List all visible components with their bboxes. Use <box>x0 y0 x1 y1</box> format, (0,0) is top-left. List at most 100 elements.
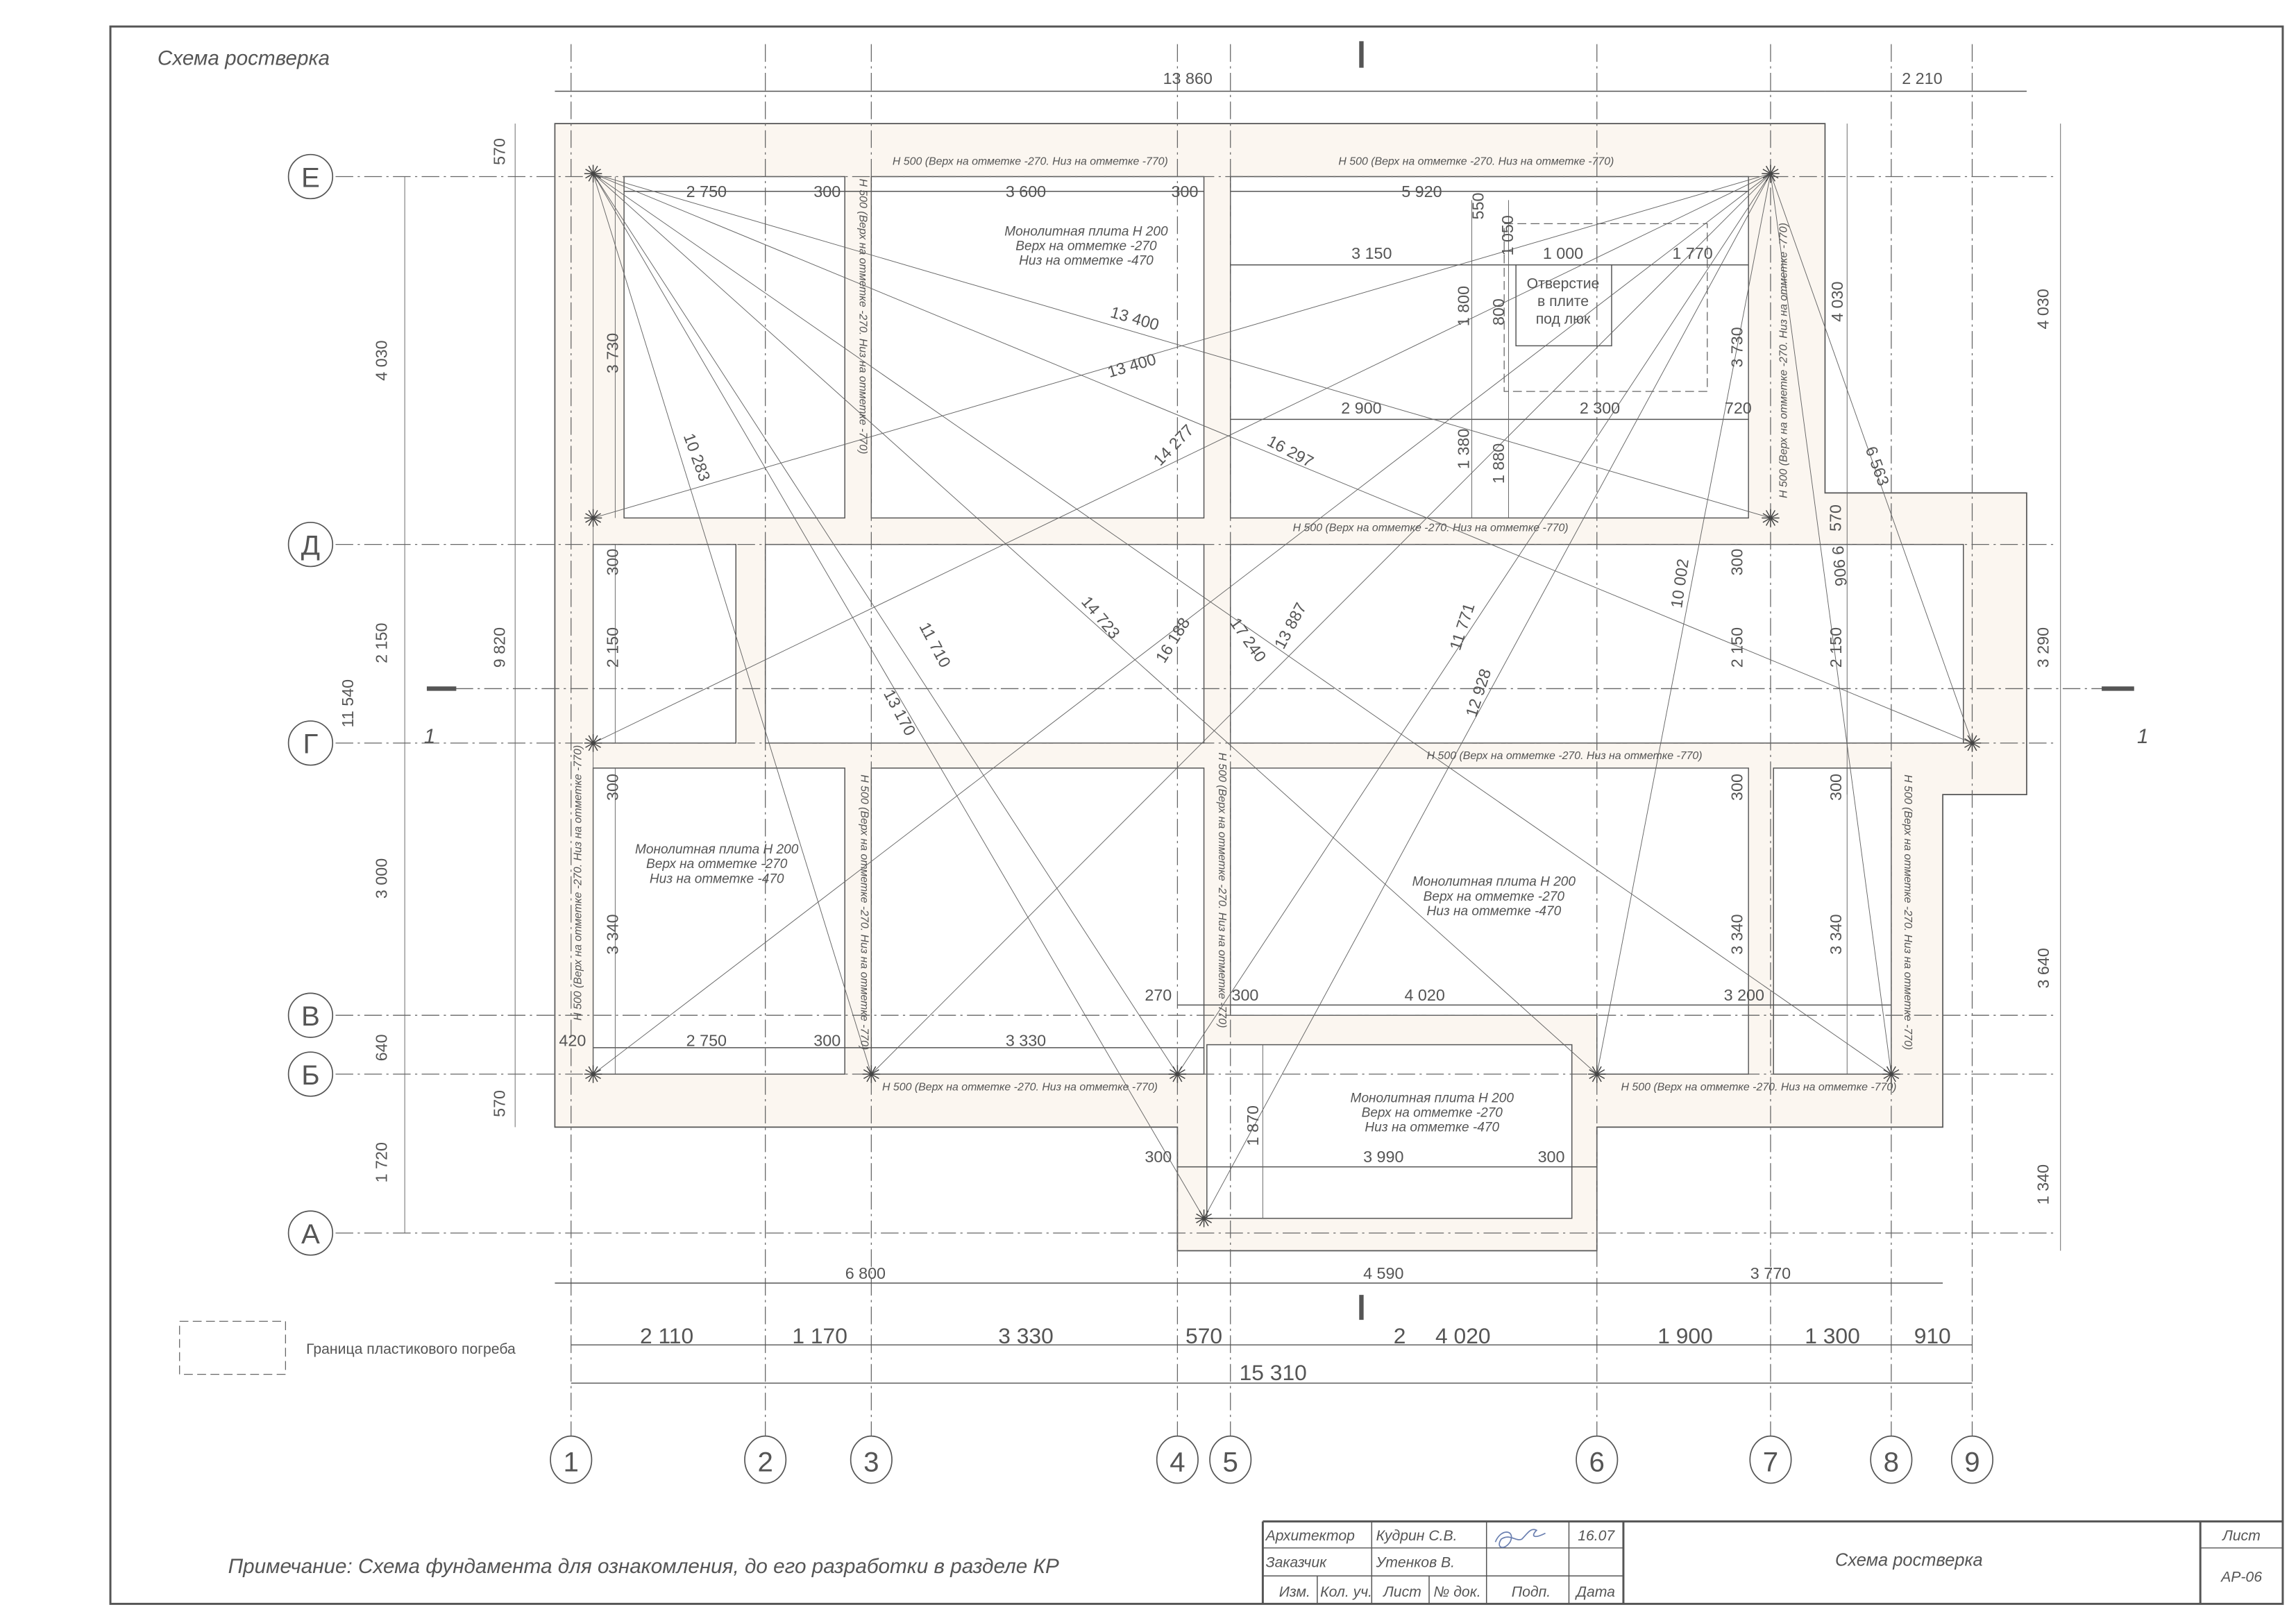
tb-name1: Кудрин С.В. <box>1376 1528 1458 1544</box>
slab-note: Верх на отметке -270 <box>1015 239 1157 254</box>
slab-note: Монолитная плита Н 200 <box>1004 224 1168 239</box>
dimension-text: 3 200 <box>1724 986 1764 1004</box>
col-axis-bubble <box>1209 1435 1252 1484</box>
col-axis-label: 5 <box>1223 1447 1238 1478</box>
dimension-text: 3 330 <box>998 1323 1054 1348</box>
dimension-text: 1 880 <box>1489 443 1508 484</box>
dimension-text: 300 <box>1728 774 1746 801</box>
pile-point-icon <box>584 509 602 527</box>
beam-label: Н 500 (Верх на отметке -270. Низ на отме… <box>1902 774 1914 1050</box>
beam-label: Н 500 (Верх на отметке -270. Низ на отме… <box>1621 1081 1897 1093</box>
row-axis-bubble <box>287 720 334 766</box>
dimension-text: 3 340 <box>1827 914 1845 954</box>
col-axis-bubble <box>1156 1435 1199 1484</box>
dimension-text: 720 <box>1725 399 1752 417</box>
pile-diagonal-line <box>593 173 1771 518</box>
tb-name2: Утенков В. <box>1376 1554 1455 1570</box>
col-axis-bubble <box>1950 1435 1994 1484</box>
beam-label: Н 500 (Верх на отметке -270. Низ на отме… <box>893 156 1168 168</box>
beam-label: Н 500 (Верх на отметке -270. Низ на отме… <box>1338 156 1614 168</box>
beam-label: Н 500 (Верх на отметке -270. Низ на отме… <box>1427 750 1703 762</box>
dimension-text: 300 <box>813 1032 841 1050</box>
tb-role1: Архитектор <box>1265 1528 1355 1544</box>
dimension-text: 3 640 <box>2034 948 2052 988</box>
dimension-text: 570 <box>1185 1323 1222 1348</box>
sheet-frame <box>109 25 2284 1605</box>
slab-note: Верх на отметке -270 <box>646 857 788 872</box>
dimension-text: 4 030 <box>373 340 391 380</box>
dimension-text: 2 150 <box>373 623 391 663</box>
col-axis-label: 4 <box>1170 1447 1185 1478</box>
dimension-text: 13 860 <box>1163 69 1213 87</box>
dimension-text: 2 750 <box>686 1032 727 1050</box>
dimension-text: 910 <box>1914 1323 1951 1348</box>
dimension-text: 1 870 <box>1244 1105 1262 1146</box>
pile-diagonal-line <box>593 173 1771 1075</box>
dimension-text: 1 900 <box>1657 1323 1713 1348</box>
legend-label: Граница пластикового погреба <box>306 1341 516 1357</box>
pile-point-icon <box>862 1065 881 1083</box>
dimension-text: 4 020 <box>1435 1323 1491 1348</box>
tb-h-list: Лист <box>1382 1584 1421 1600</box>
col-axis-label: 1 <box>564 1447 579 1478</box>
legend-dashed-swatch <box>179 1320 287 1375</box>
beam-label: Н 500 (Верх на отметке -270. Низ на отме… <box>882 1081 1158 1093</box>
pile-diagonal-line <box>593 173 1892 1075</box>
dimension-text: 3 600 <box>1006 182 1046 201</box>
signature-icon <box>1494 1529 1546 1548</box>
pile-diagonal-line <box>1596 173 1771 1075</box>
tb-role2: Заказчик <box>1266 1554 1328 1570</box>
dimension-text: 11 540 <box>339 679 357 728</box>
dimension-text: 2 110 <box>640 1323 693 1348</box>
col-axis-label: 9 <box>1964 1447 1980 1478</box>
tb-h-izm: Изм. <box>1279 1584 1310 1600</box>
col-axis-label: 3 <box>863 1447 879 1478</box>
dimension-text: 570 <box>1827 504 1845 532</box>
title-block: Архитектор Кудрин С.В. 16.07 Заказчик Ут… <box>1261 1520 2283 1604</box>
pile-diagonal-line <box>1770 173 1973 744</box>
dimension-text: 6 800 <box>845 1264 886 1282</box>
slab-note: Низ на отметке -470 <box>650 872 784 886</box>
drawing-title: Схема ростверка <box>158 46 330 69</box>
dimension-text: 9 820 <box>490 627 508 668</box>
slab-note: Верх на отметке -270 <box>1362 1106 1503 1121</box>
tb-h-doc: № док. <box>1433 1584 1480 1600</box>
col-axis-bubble <box>744 1435 787 1484</box>
dimension-text: 570 <box>490 138 508 165</box>
tb-h-podp: Подп. <box>1512 1584 1551 1600</box>
dimension-text: 1 340 <box>2034 1164 2052 1205</box>
tb-sheet-title: Схема ростверка <box>1835 1550 1983 1570</box>
dimension-text: 300 <box>604 774 622 801</box>
row-axis-bubble <box>287 521 334 568</box>
pile-diagonal-line <box>1177 173 1771 1075</box>
pile-point-icon <box>1588 1065 1606 1083</box>
dimension-text: 3 340 <box>604 914 622 954</box>
pile-diagonal-line <box>593 173 1178 1075</box>
col-axis-label: 8 <box>1884 1447 1899 1478</box>
dimension-text: 300 <box>1728 549 1746 576</box>
col-axis-bubble <box>850 1435 893 1484</box>
pile-point-icon <box>584 734 602 752</box>
dimension-text: 300 <box>813 182 841 201</box>
beam-label: Н 500 (Верх на отметке -270. Низ на отме… <box>1216 752 1228 1028</box>
pile-diagonal-line <box>593 173 1598 1075</box>
tb-h-kol: Кол. уч. <box>1320 1584 1372 1600</box>
col-axis-bubble <box>1749 1435 1792 1484</box>
dimension-text: 3 770 <box>1750 1264 1791 1282</box>
beam-label: Н 500 (Верх на отметке -270. Низ на отме… <box>573 745 584 1021</box>
dimension-text: 3 150 <box>1351 244 1392 262</box>
dimension-text: 1 170 <box>792 1323 847 1348</box>
dimension-text: 2 300 <box>1580 399 1620 417</box>
pile-diagonal-line <box>593 173 1771 744</box>
row-axis-label: Е <box>301 162 320 193</box>
beam-label: Н 500 (Верх на отметке -270. Низ на отме… <box>1293 522 1569 534</box>
pile-diagonal-line <box>593 173 1973 744</box>
pile-point-icon <box>1168 1065 1187 1083</box>
dimension-text: 3 340 <box>1728 914 1746 954</box>
dimension-text: 2 900 <box>1341 399 1381 417</box>
pile-diagonal-line <box>1204 173 1771 1219</box>
slab-note: Низ на отметке -470 <box>1365 1121 1499 1135</box>
dimension-text: 270 <box>1145 986 1172 1004</box>
slab-rooms <box>592 176 1964 1219</box>
